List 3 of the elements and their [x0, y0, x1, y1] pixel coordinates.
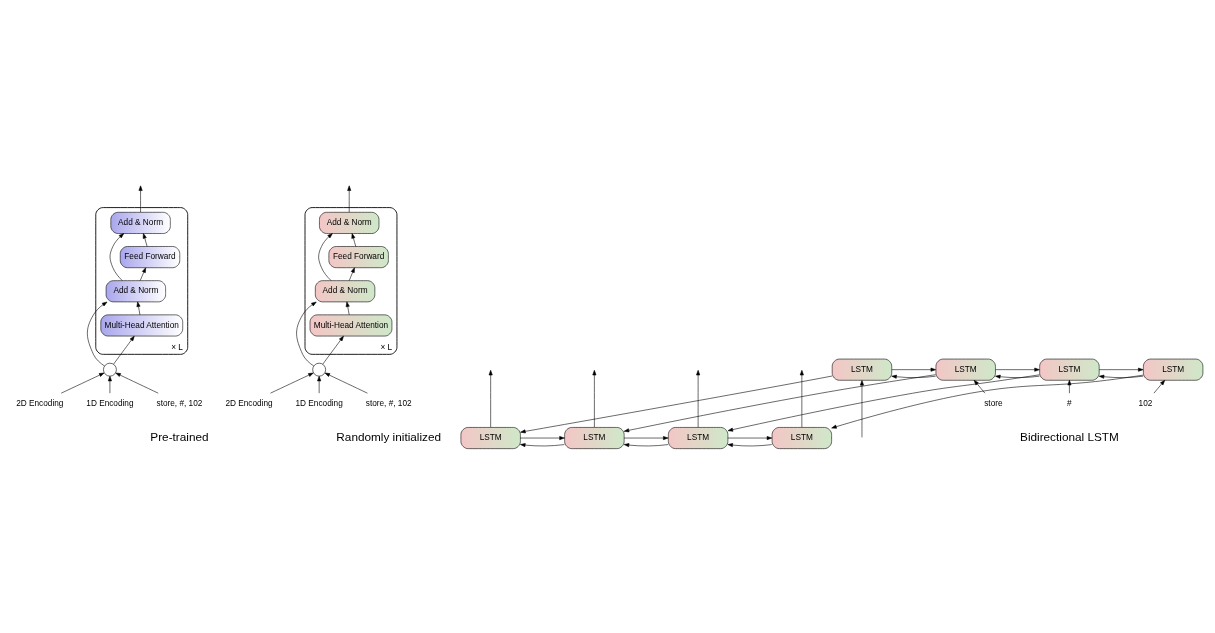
label: Randomly initialized — [336, 429, 442, 443]
label: Bidirectional LSTM — [1020, 429, 1119, 443]
label: Pre-trained — [150, 429, 209, 443]
